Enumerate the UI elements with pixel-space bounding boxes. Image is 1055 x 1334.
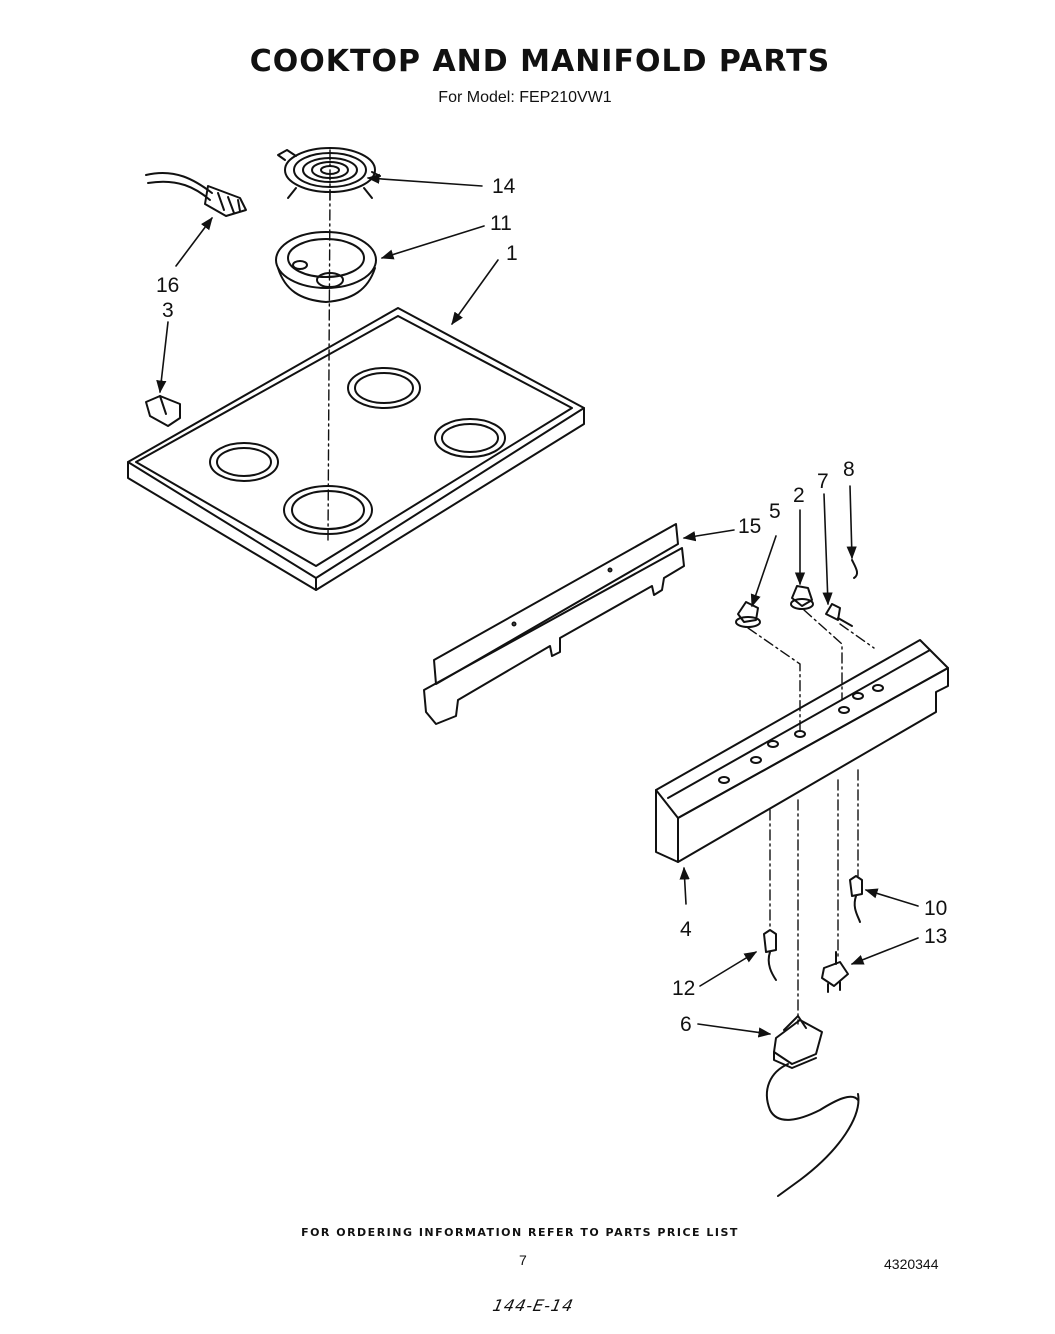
terminal-bracket bbox=[145, 395, 181, 427]
model-subtitle: For Model: FEP210VW1 bbox=[438, 89, 612, 106]
callout-1: 1 bbox=[506, 242, 518, 265]
callout-14: 14 bbox=[492, 175, 516, 198]
surface-element-coil bbox=[277, 147, 381, 199]
cooktop-panel bbox=[127, 307, 585, 591]
callout-labels: 1 2 3 4 5 6 7 8 10 11 12 13 14 15 16 bbox=[156, 175, 947, 1036]
rear-shield bbox=[423, 523, 685, 725]
callout-3: 3 bbox=[162, 299, 174, 322]
callout-4: 4 bbox=[680, 918, 692, 941]
drip-bowl bbox=[275, 231, 377, 303]
indicator-lights bbox=[763, 875, 863, 993]
control-knobs bbox=[735, 559, 859, 628]
callout-10: 10 bbox=[924, 897, 947, 920]
callout-8: 8 bbox=[843, 458, 855, 481]
ordering-info-note: FOR ORDERING INFORMATION REFER TO PARTS … bbox=[301, 1226, 739, 1239]
callout-5: 5 bbox=[769, 500, 781, 523]
callout-13: 13 bbox=[924, 925, 947, 948]
callout-12: 12 bbox=[672, 977, 695, 1000]
page-number: 7 bbox=[519, 1252, 527, 1268]
infinite-switch bbox=[765, 1015, 860, 1197]
diagram-title: COOKTOP AND MANIFOLD PARTS bbox=[249, 44, 831, 79]
handwritten-note: 144-E-14 bbox=[490, 1296, 576, 1315]
callout-15: 15 bbox=[738, 515, 761, 538]
power-cord-plug bbox=[145, 171, 247, 217]
callout-16: 16 bbox=[156, 274, 179, 297]
callout-7: 7 bbox=[817, 470, 829, 493]
callout-leaders bbox=[156, 173, 919, 1038]
control-manifold bbox=[655, 639, 949, 863]
document-number: 4320344 bbox=[884, 1256, 939, 1272]
assembly-guide-lines bbox=[327, 149, 875, 1025]
callout-6: 6 bbox=[680, 1013, 692, 1036]
callout-2: 2 bbox=[793, 484, 805, 507]
callout-11: 11 bbox=[490, 212, 512, 235]
